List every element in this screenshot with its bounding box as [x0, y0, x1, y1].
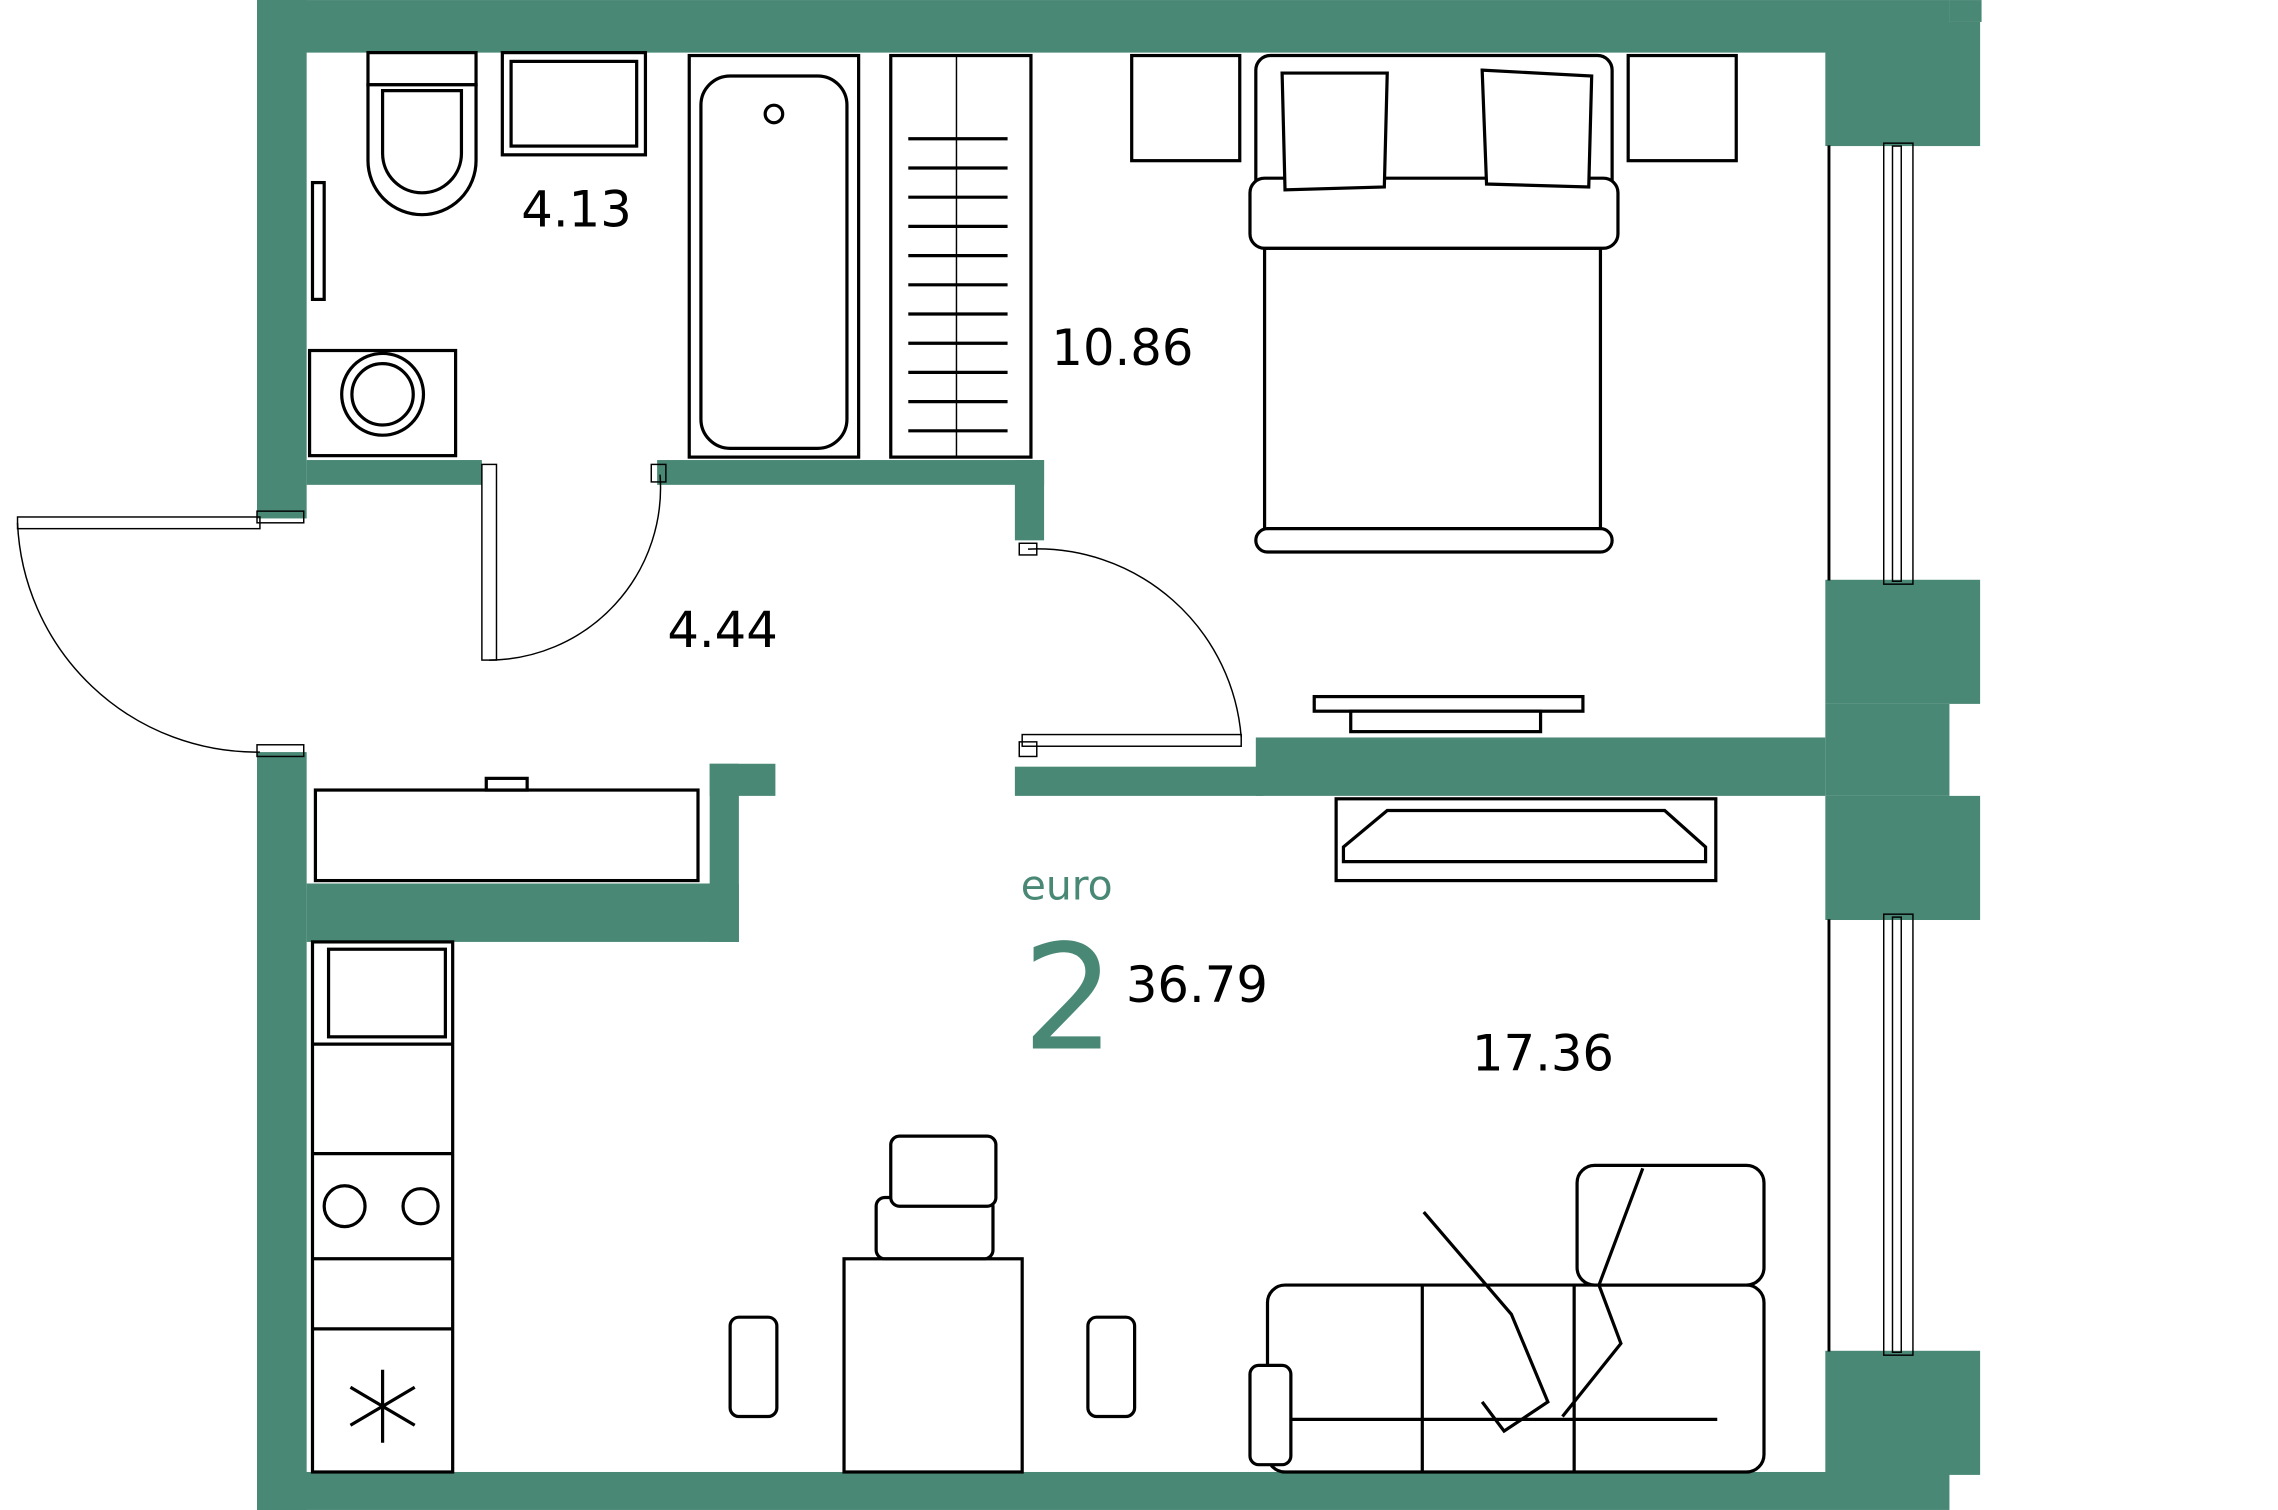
- bathroom-fixtures: [307, 51, 861, 459]
- total-area: 36.79: [1126, 956, 1268, 1014]
- area-label-bathroom: 4.13: [521, 180, 632, 238]
- windows: [1827, 142, 1914, 1356]
- living-furniture: [310, 776, 1766, 1474]
- plan-type-label: euro: [1021, 862, 1113, 910]
- rooms-count: 2: [1022, 914, 1115, 1084]
- doors: [16, 463, 1242, 758]
- labels: 4.13 10.86 4.44 17.36 euro 2 36.79: [521, 180, 1614, 1083]
- area-label-bedroom: 10.86: [1051, 319, 1193, 377]
- area-label-living: 17.36: [1472, 1024, 1614, 1082]
- bedroom-furniture: [1130, 53, 1738, 734]
- walls: [257, 0, 1982, 1510]
- area-label-hallway: 4.44: [667, 601, 778, 659]
- wardrobe: [889, 53, 1033, 459]
